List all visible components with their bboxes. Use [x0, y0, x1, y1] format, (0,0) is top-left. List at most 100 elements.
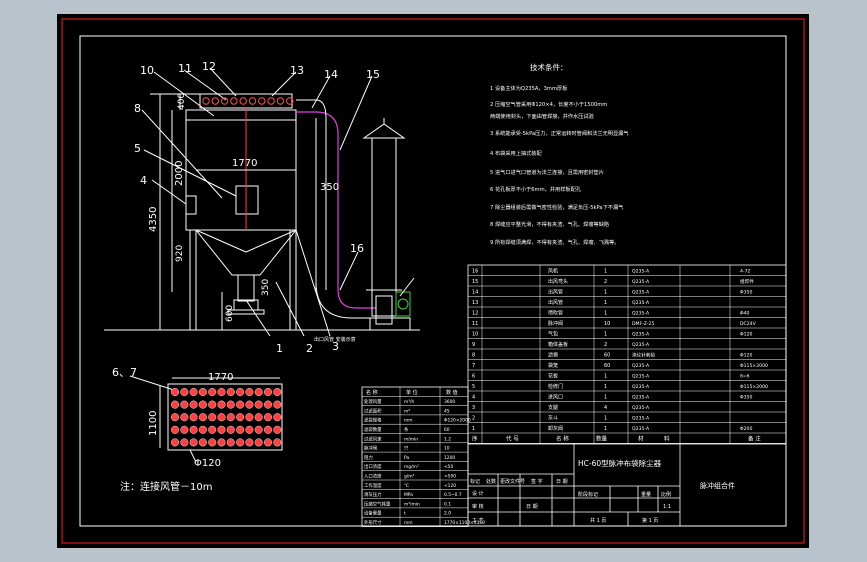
part-material: Q235-A	[632, 426, 650, 432]
pulse-valve-icon	[239, 97, 247, 105]
label-9: 10	[140, 64, 154, 77]
part-note: Φ350	[740, 395, 752, 401]
part-material: Q235-A	[632, 269, 650, 275]
tech-item: 2 压缩空气管采用Φ120×4，长度不小于1500mm	[490, 100, 607, 108]
tech-item: 7 除尘器组装后需做气密性检验，满足负压-5kPa下不漏气	[490, 203, 623, 211]
spec-cell: m³/min	[404, 501, 420, 507]
pulse-valve-icon	[220, 97, 229, 105]
bag-hole	[208, 388, 217, 397]
part-no: 6	[472, 374, 475, 380]
part-qty: 1	[604, 416, 607, 422]
bag-hole	[170, 425, 179, 434]
label-2: 2	[306, 342, 313, 355]
spec-cell: 压缩空气耗量	[364, 500, 391, 507]
bag-hole	[245, 388, 254, 397]
part-name: 卸灰阀	[548, 425, 563, 432]
dim-920: 920	[175, 245, 185, 262]
part-material: Q235-A	[632, 332, 650, 338]
bag-hole	[198, 413, 207, 422]
pulse-valve-icon	[202, 97, 210, 105]
spec-cell: 3600	[444, 399, 455, 405]
inspection-door	[235, 185, 259, 215]
part-note: DC24V	[740, 321, 757, 327]
bag-hole	[264, 438, 273, 447]
bag-hole	[180, 413, 189, 422]
dim-4350: 4350	[148, 207, 159, 232]
parts-header-cell: 序	[472, 435, 478, 443]
bag-hole	[273, 425, 282, 434]
part-no: 8	[472, 353, 475, 359]
spec-cell: 外形尺寸	[364, 519, 382, 526]
tech-item: 6 花孔板厚不小于6mm，并用样板配孔	[490, 185, 582, 193]
bag-hole	[245, 438, 254, 447]
spec-cell: 60	[444, 427, 450, 433]
label-11: 12	[202, 60, 216, 73]
dust-hopper	[194, 229, 298, 276]
part-note: 4-72	[740, 269, 751, 275]
spec-cell: 过滤风速	[364, 435, 382, 442]
part-qty: 1	[604, 384, 607, 390]
tech-item: 1 设备主体为Q235A，3mm厚板	[490, 84, 568, 92]
part-qty: 1	[604, 374, 607, 380]
bag-hole	[236, 438, 245, 447]
bag-hole	[236, 425, 245, 434]
part-name: 出风管	[548, 299, 563, 306]
spec-cell: 1.2	[444, 436, 451, 442]
dim-600: 600	[225, 305, 235, 322]
pulse-valve-icon	[258, 97, 266, 105]
spec-cell: 0.1	[444, 501, 451, 507]
spec-cell: m²	[404, 409, 410, 414]
label-13: 14	[324, 68, 338, 81]
bag-hole	[189, 413, 198, 422]
part-qty: 1	[604, 311, 607, 317]
tb-cell: 标记	[470, 478, 480, 485]
bag-hole	[170, 400, 179, 409]
part-material: 涤纶针刺毡	[632, 352, 655, 359]
bag-hole	[273, 400, 282, 409]
tb-sheet: 第 1 页	[642, 517, 658, 524]
part-name: 出风弯头	[548, 278, 568, 285]
inlet-port	[185, 195, 197, 215]
part-qty: 10	[604, 321, 610, 327]
tb-cell: 签 字	[531, 478, 543, 485]
part-note: δ=6	[740, 374, 750, 380]
leader-9	[153, 71, 215, 117]
tb-role: 工 艺	[472, 518, 484, 524]
bag-hole	[180, 388, 189, 397]
spec-cell: 入口浓度	[364, 473, 382, 480]
discharge-valve	[237, 274, 255, 302]
bag-hole	[226, 438, 235, 447]
bag-hole	[226, 425, 235, 434]
bag-hole	[273, 413, 282, 422]
part-no: 1	[472, 426, 475, 432]
tech-item: 3 系统能承受-5kPa压力，正常运转时管阀和法兰无明显漏气	[490, 129, 629, 137]
bag-hole	[273, 438, 282, 447]
pulse-valve-icon	[230, 97, 238, 105]
plan-view	[129, 375, 283, 463]
part-qty: 60	[604, 363, 610, 369]
dim-350-valve: 350	[261, 279, 271, 296]
spec-cell: mg/m³	[404, 464, 419, 470]
spec-cell: 10	[444, 446, 450, 452]
parts-header-cell: 名 称	[556, 435, 569, 443]
tb-scale: 比例	[661, 491, 671, 498]
tech-item: 9 所有焊缝须满焊，不得有夹渣、气孔、焊瘤、飞溅等。	[490, 238, 619, 246]
part-material: Q235-A	[632, 374, 650, 380]
bag-hole	[254, 438, 263, 447]
bag-hole	[254, 425, 263, 434]
part-qty: 1	[604, 426, 607, 432]
outer-frame	[61, 18, 805, 544]
part-no: 9	[472, 342, 475, 348]
tb-role: 设 计	[472, 490, 484, 497]
part-material: Q235-A	[632, 363, 650, 369]
pulse-valves	[202, 97, 294, 105]
spec-cell: 过滤面积	[364, 407, 382, 414]
bag-hole	[180, 438, 189, 447]
parts-header-cell: 数量	[596, 435, 608, 443]
label-4: 4	[140, 174, 147, 187]
part-material: Q235-A	[632, 342, 650, 348]
tube-sheet	[167, 383, 283, 451]
bag-hole	[189, 388, 198, 397]
note-text: 注：连接风管－10m	[120, 480, 212, 493]
